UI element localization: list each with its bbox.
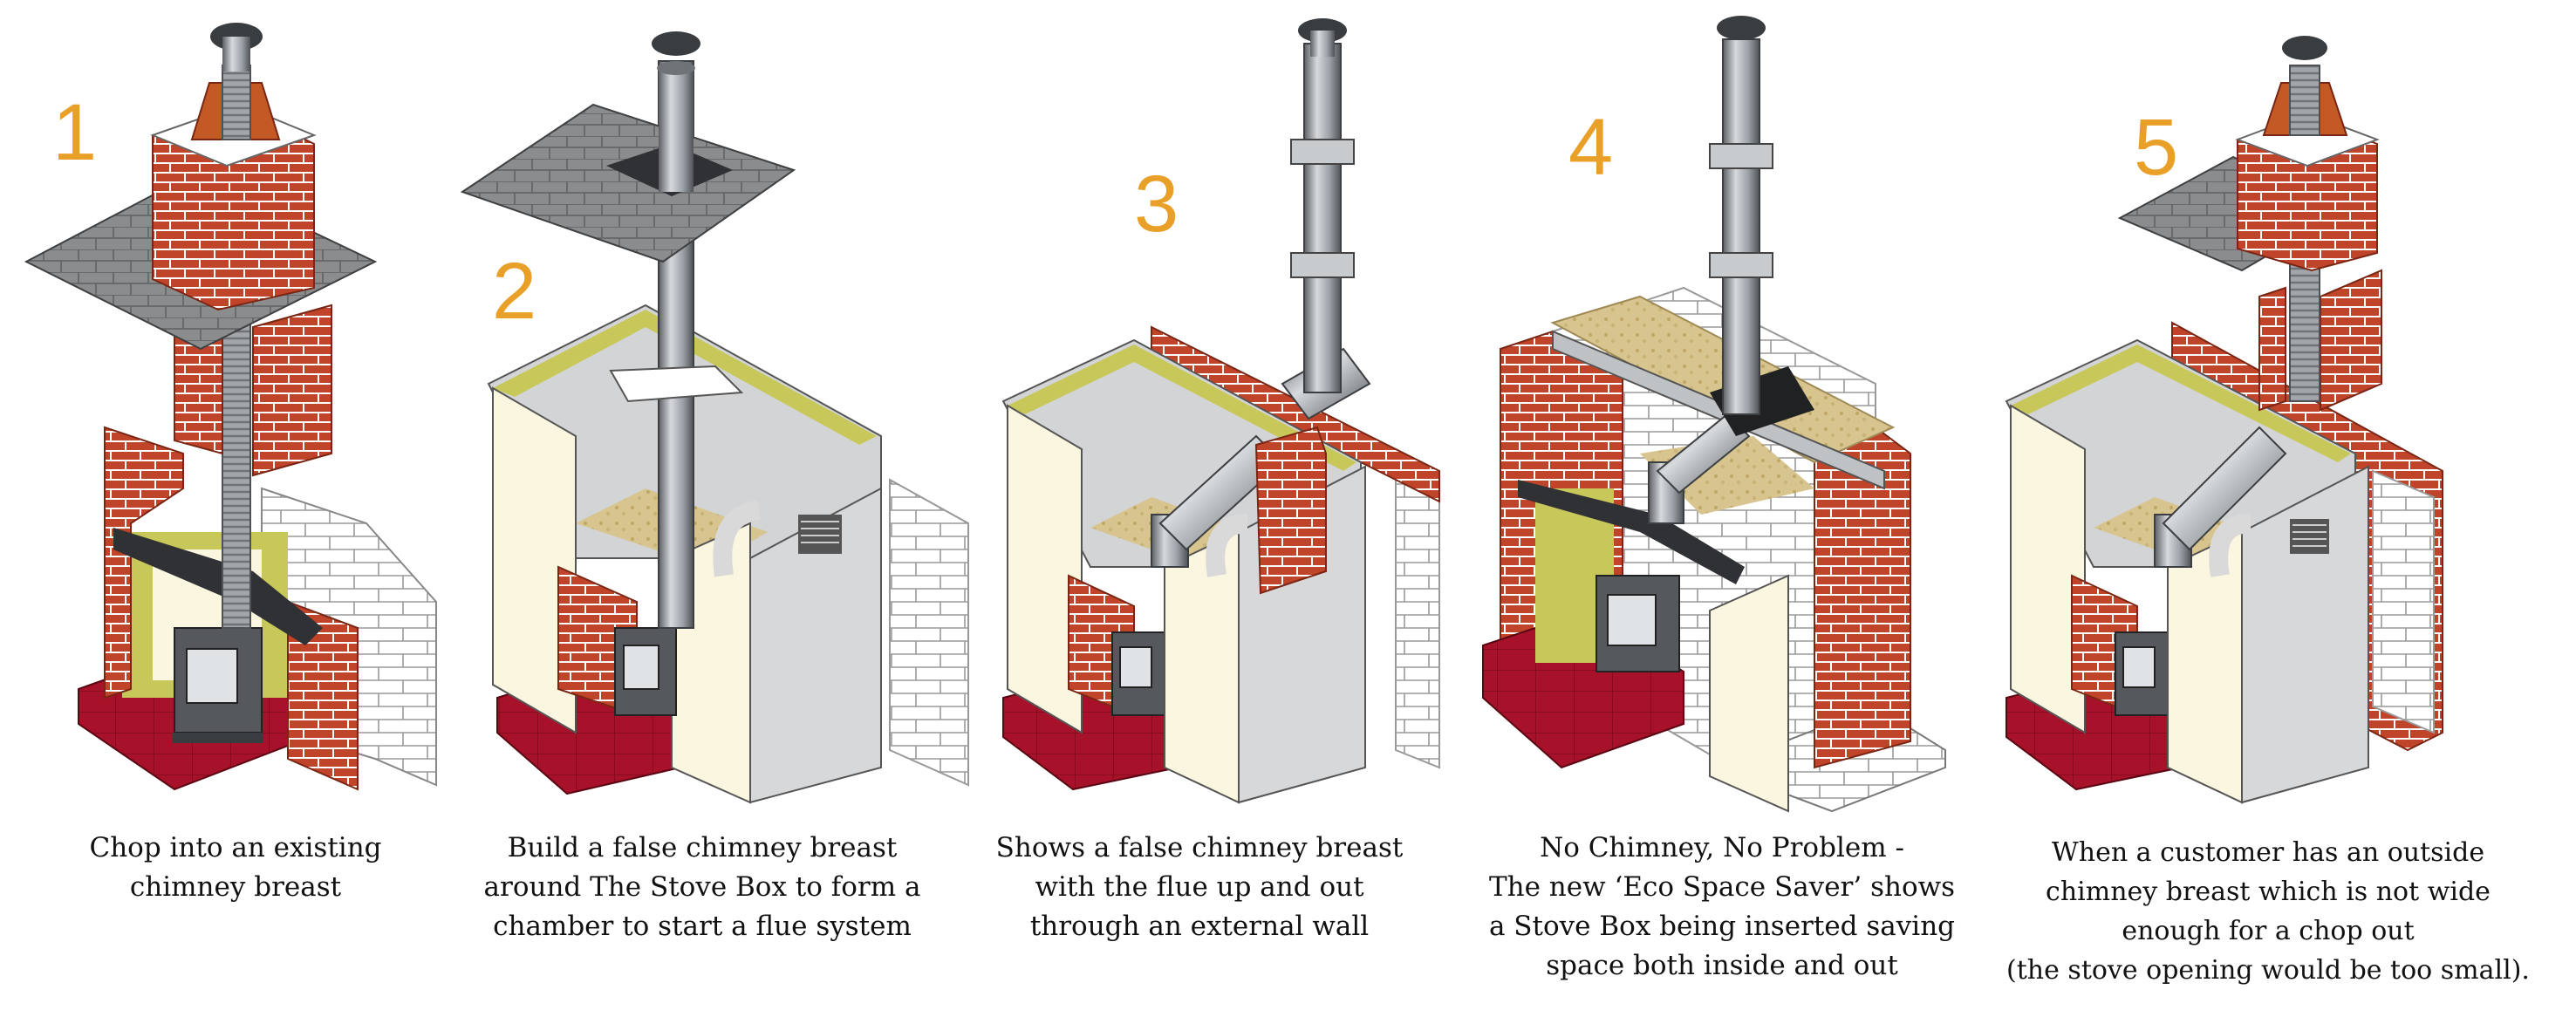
caption-line: No Chimney, No Problem - [1540,832,1904,863]
caption-line: with the flue up and out [1035,871,1364,903]
brick-pier-right [287,600,359,791]
caption-line: Build a false chimney breast [507,832,898,863]
panel-1-number: 1 [52,88,97,177]
chimney-breast-lower [2258,286,2286,412]
panel-4-number: 4 [1568,103,1613,192]
panel-2-caption: Build a false chimney breast around The … [458,829,946,946]
caption-line: chimney breast which is not wide [2046,877,2491,907]
panel-3-illustration [1001,18,1440,804]
front-door-panel [2167,530,2243,804]
white-block-wall [2372,469,2435,734]
panel-1-caption: Chop into an existing chimney breast [0,829,480,907]
stove-box-frame [493,310,877,445]
wall-bracket-lower [1709,252,1773,278]
panel-2-illustration [460,31,969,804]
panel-5-number: 5 [2134,103,2178,192]
caption-line: space both inside and out [1546,950,1898,981]
vent-grille [798,515,842,554]
slate-roof [460,103,796,263]
ceiling-plate [609,365,744,403]
caption-line: When a customer has an outside [2051,837,2485,868]
steel-channel [1552,330,1885,490]
lintel [1518,480,1745,584]
right-side-panel [2241,465,2369,804]
brick-pier-left [104,426,184,699]
panel-5-caption: When a customer has an outside chimney b… [2006,833,2530,990]
panel-4-illustration [1482,16,1946,813]
brick-pillar [1254,426,1327,595]
panel-3-caption: Shows a false chimney breast with the fl… [955,829,1444,946]
left-side-panel [2010,404,2086,734]
caption-line: The new ‘Eco Space Saver’ shows [1488,871,1956,903]
front-door-panel [1709,574,1789,813]
panel-4-caption: No Chimney, No Problem - The new ‘Eco Sp… [1478,829,1966,986]
alcove-lining [1535,488,1614,663]
white-block-wall [1395,469,1440,769]
caption-line: enough for a chop out [2122,916,2415,946]
caption-line: through an external wall [1029,911,1370,942]
wall-bracket-upper [1709,143,1773,169]
stove-box-frame [1008,345,1356,471]
caption-line: (the stove opening would be too small). [2006,955,2530,986]
stove-box-frame [2011,345,2351,462]
left-side-panel [1007,404,1083,734]
white-block-wall [889,478,969,787]
flex-duct [713,501,761,577]
flex-duct [2209,514,2251,577]
flex-duct [1206,514,1248,577]
caption-line: Shows a false chimney breast [995,832,1404,863]
panel-1-illustration [24,23,437,791]
caption-line: chamber to start a flue system [493,911,912,942]
external-brick-wall [1151,325,1440,503]
wall-bracket-lower [1290,252,1355,278]
caption-line: around The Stove Box to form a [483,871,921,903]
front-door-panel [1164,530,1240,804]
left-side-panel [492,386,577,734]
panel-3-number: 3 [1134,160,1179,249]
wall-bracket-upper [1290,139,1355,165]
caption-line: a Stove Box being inserted saving [1488,911,1956,942]
lintel [113,528,323,645]
caption-line: Chop into an existing [89,832,382,863]
caption-line: chimney breast [129,871,342,903]
panel-5-illustration [2005,36,2443,804]
panel-2-number: 2 [492,247,536,336]
